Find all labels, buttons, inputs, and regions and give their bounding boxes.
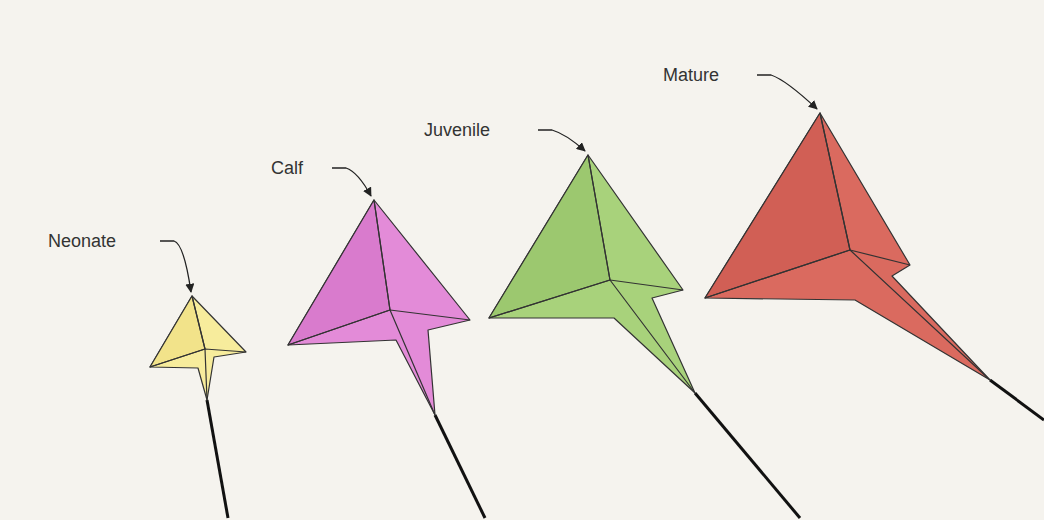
kite-strings [207,380,1044,518]
stage-label: Neonate [48,232,116,250]
juvenile-kite [489,155,695,393]
neonate-kite [150,296,246,400]
leader-lines [160,75,817,292]
mature-kite [705,113,990,380]
stage-label: Calf [271,159,303,177]
calf-kite [288,200,470,415]
stage-label: Mature [663,66,719,84]
stage-label: Juvenile [424,121,490,139]
